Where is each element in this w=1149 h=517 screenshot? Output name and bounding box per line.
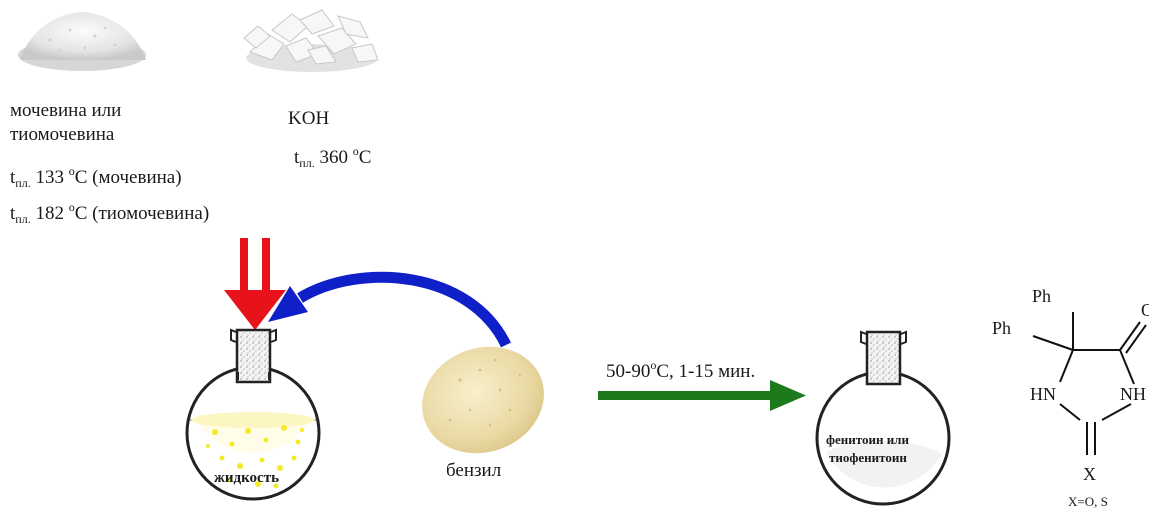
product-label-line1: фенитоин или [826, 432, 909, 447]
conditions-rest: C, 1-15 мин. [656, 361, 756, 382]
mp2-value: 182 [35, 203, 64, 224]
conditions-temp: 50-90 [606, 361, 651, 382]
right-flask [815, 330, 951, 506]
urea-melting-point: tпл. 133 oC (мочевина) [10, 160, 182, 194]
reaction-conditions: 50-90oC, 1-15 мин. [606, 354, 755, 383]
koh-melting-point: tпл. 360 oC [294, 140, 371, 174]
product-label-line2: тиофенитоин [829, 450, 907, 465]
nh-left-label: HN [1030, 384, 1056, 404]
blue-curved-arrow [297, 271, 511, 348]
koh-mp-sub: пл. [299, 156, 315, 170]
mp2-prefix: t [10, 203, 16, 224]
mp1-unit: C (мочевина) [74, 167, 182, 188]
thiourea-melting-point: tпл. 182 oC (тиомочевина) [10, 196, 209, 230]
hydantoin-structure [1032, 312, 1147, 455]
red-down-arrow [224, 238, 286, 330]
koh-flakes-image [243, 9, 379, 72]
green-reaction-arrow [598, 380, 806, 411]
mp2-degree: o [68, 200, 75, 214]
koh-mp-unit: C [358, 147, 372, 168]
mp2-sub: пл. [15, 212, 31, 226]
urea-pile-image [18, 12, 146, 71]
oxygen-label: O [1141, 300, 1149, 320]
benzil-pile-image [422, 346, 544, 454]
ph-top-label: Ph [1032, 286, 1052, 306]
urea-name-line2: тиомочевина [10, 124, 115, 145]
mp1-degree: o [68, 164, 75, 178]
x-caption: X=O, S [1068, 494, 1108, 509]
ph-left-label: Ph [992, 318, 1012, 338]
urea-name-line1: мочевина или [10, 100, 122, 121]
conditions-degree: o [650, 358, 657, 372]
nh-right-label: NH [1120, 384, 1146, 404]
benzil-label: бензил [446, 460, 502, 481]
left-flask [185, 328, 321, 501]
koh-name: KOH [288, 108, 330, 129]
koh-mp-value: 360 [319, 147, 348, 168]
liquid-label: жидкость [214, 470, 280, 486]
blue-arrowhead [268, 286, 308, 322]
koh-mp-prefix: t [294, 147, 300, 168]
mp1-sub: пл. [15, 176, 31, 190]
mp1-prefix: t [10, 167, 16, 188]
koh-mp-degree: o [352, 144, 359, 158]
mp1-value: 133 [35, 167, 64, 188]
mp2-unit: C (тиомочевина) [74, 203, 210, 224]
x-atom-label: X [1083, 464, 1096, 484]
